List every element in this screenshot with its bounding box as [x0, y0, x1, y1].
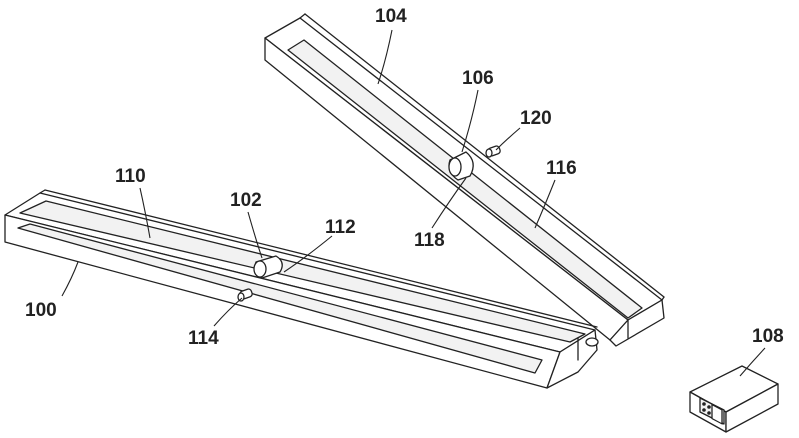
- box-button: [707, 411, 711, 415]
- rail-100-groove: [19, 200, 586, 343]
- box-screen: [711, 403, 723, 425]
- control-box-108: [689, 365, 779, 433]
- label-104: 104: [375, 6, 407, 27]
- sensor-114: [237, 288, 253, 302]
- box-button: [702, 408, 706, 412]
- label-100: 100: [25, 300, 57, 321]
- leader-lines: [61, 29, 766, 377]
- rail-100-slot: [17, 223, 543, 374]
- box-button: [702, 402, 706, 406]
- label-110: 110: [115, 166, 146, 187]
- box-button: [707, 405, 711, 409]
- label-102: 102: [230, 190, 262, 211]
- rail-104-end-face: [609, 299, 665, 347]
- hinge-pin: [585, 337, 599, 347]
- label-120: 120: [520, 108, 552, 129]
- label-114: 114: [188, 328, 219, 349]
- label-118: 118: [414, 230, 445, 251]
- slider-102: [253, 255, 283, 279]
- reference-labels: 104 106 120 116 118 110 102 112 100 114 …: [25, 6, 784, 349]
- label-108: 108: [752, 326, 784, 347]
- label-112: 112: [325, 217, 356, 238]
- label-116: 116: [546, 158, 577, 179]
- box-side: [725, 383, 779, 433]
- slider-106: [448, 151, 474, 181]
- label-106: 106: [462, 68, 494, 89]
- rail-100: [4, 189, 598, 389]
